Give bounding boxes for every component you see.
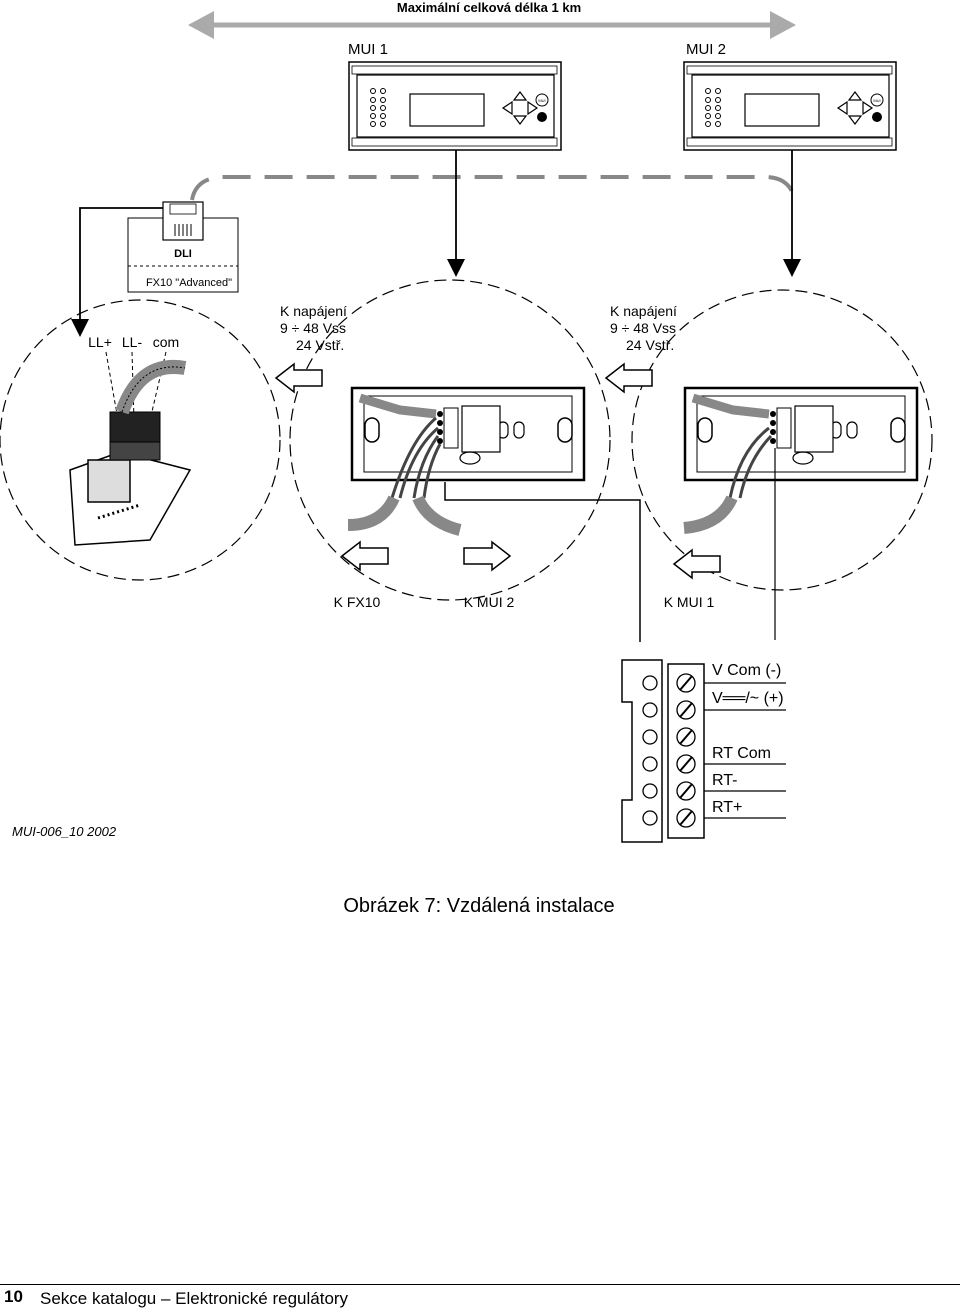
arrow-power1	[274, 362, 323, 394]
footer-section-title: Sekce katalogu – Elektronické regulátory	[40, 1289, 349, 1308]
label-to-mui1: K MUI 1	[664, 594, 715, 610]
terminal-label-llplus: LL+	[88, 334, 112, 350]
mui1-keypad-text: MUI	[538, 98, 545, 103]
power1-line3: 24 Vstř.	[296, 337, 344, 353]
fx10-board-detail	[69, 360, 192, 546]
pin-label-rtcom: RT Com	[712, 745, 771, 762]
power1-line2: 9 ÷ 48 Vss	[280, 320, 346, 336]
mui2-backplate	[683, 386, 919, 534]
pin-label-vplus: V══/~ (+)	[712, 690, 784, 707]
power2-line2: 9 ÷ 48 Vss	[610, 320, 676, 336]
zoom-circle-mui2	[631, 289, 933, 591]
figure-caption: Obrázek 7: Vzdálená instalace	[343, 895, 614, 917]
fx10-board-label: FX10 "Advanced"	[146, 277, 232, 289]
max-length-label: Maximální celková délka 1 km	[397, 0, 581, 15]
power1-line1: K napájení	[280, 303, 347, 319]
footer-divider	[0, 1284, 960, 1285]
pin-label-rtplus: RT+	[712, 799, 742, 816]
label-to-fx10: K FX10	[334, 594, 381, 610]
max-length-arrow	[188, 11, 796, 39]
mui2-device	[683, 61, 897, 151]
terminal-label-llminus: LL-	[122, 334, 143, 350]
page-number: 10	[4, 1287, 23, 1306]
connector-leader-line	[444, 482, 641, 642]
zoom-circle-fx10	[0, 299, 281, 581]
mui2-keypad-text: MUI	[873, 98, 880, 103]
label-to-mui2: K MUI 2	[464, 594, 515, 610]
dli-connection-line	[71, 207, 163, 337]
dli-board	[127, 201, 239, 293]
arrow-to-mui2	[463, 540, 512, 572]
terminal-label-com: com	[153, 334, 179, 350]
pin-label-rtminus: RT-	[712, 772, 737, 789]
zoom-circle-mui1	[289, 279, 611, 601]
dli-label: DLI	[174, 248, 192, 260]
arrow-power2	[604, 362, 653, 394]
drawing-code: MUI-006_10 2002	[12, 824, 117, 839]
power2-line3: 24 Vstř.	[626, 337, 674, 353]
bus-cable	[190, 175, 797, 201]
mui1-backplate	[347, 386, 586, 536]
mui2-label: MUI 2	[686, 41, 726, 58]
mui1-device	[348, 61, 562, 151]
arrow-to-mui1	[672, 548, 721, 580]
mui1-label: MUI 1	[348, 41, 388, 58]
power2-line1: K napájení	[610, 303, 677, 319]
terminal-connector-detail	[621, 659, 786, 843]
arrow-to-fx10	[340, 540, 389, 572]
pin-label-vcom: V Com (-)	[712, 662, 781, 679]
